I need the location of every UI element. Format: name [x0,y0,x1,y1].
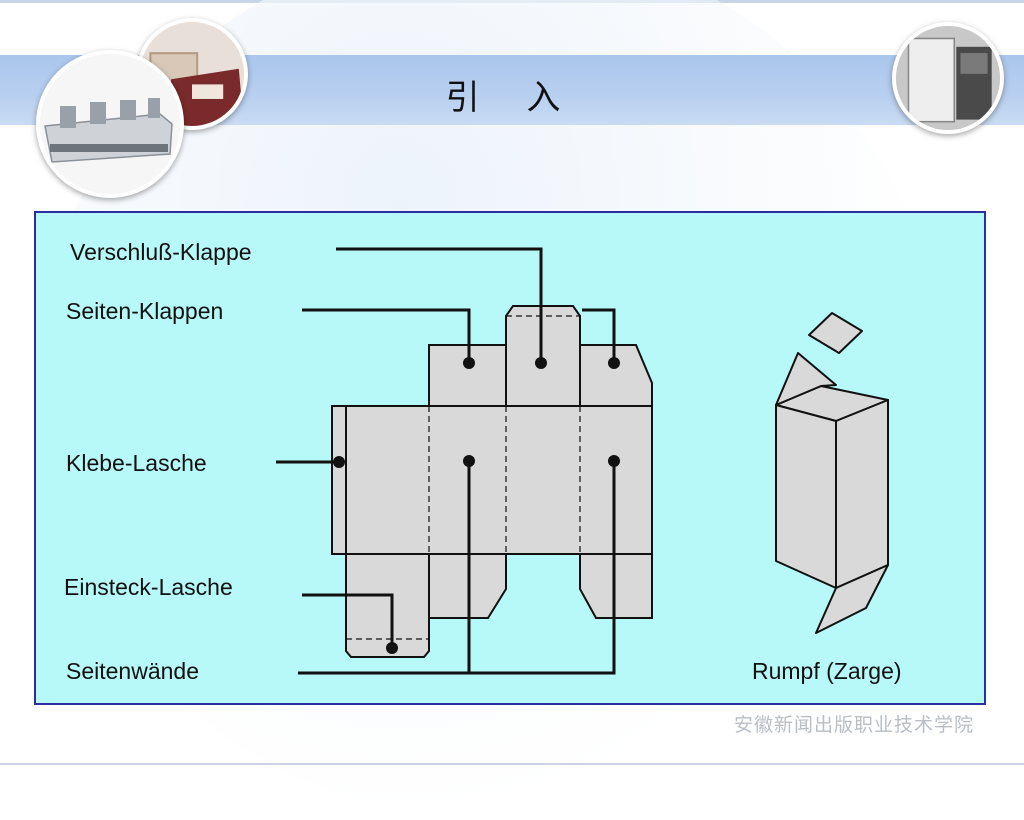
carton-diagram-panel: Verschluß-Klappe Seiten-Klappen Klebe-La… [34,211,986,705]
fold-lines [345,315,652,640]
rumpf-side-face [835,399,889,589]
rumpf-tube [775,312,889,634]
label-einsteck-lasche: Einsteck-Lasche [64,574,233,600]
folder-gluer-machine-photo [36,50,184,198]
label-rumpf-zarge: Rumpf (Zarge) [752,658,902,684]
machine-cabinet-photo [892,22,1004,134]
carton-diagram: Verschluß-Klappe Seiten-Klappen Klebe-La… [64,239,902,684]
glue-tab [331,405,347,555]
bottom-flap-right [579,553,653,619]
rumpf-top-flap [808,312,863,354]
label-seitenwaende: Seitenwände [66,658,199,684]
leader-lines [276,247,616,675]
slide-title: 引 入 [445,78,579,118]
rumpf-top-rim [775,352,837,406]
institution-footer: 安徽新闻出版职业技术学院 [733,714,974,736]
rumpf-front-face [775,404,837,589]
closure-flap [505,305,581,407]
side-walls [331,405,653,555]
carton-blank [331,305,653,658]
rumpf-bottom-flap [815,564,889,634]
leader-dots [333,357,620,654]
label-seiten-klappen: Seiten-Klappen [66,298,223,324]
tuck-flap [345,553,430,658]
side-flap-right [579,344,653,407]
bottom-rule [0,763,1024,765]
label-klebe-lasche: Klebe-Lasche [66,450,207,476]
label-verschluss-klappe: Verschluß-Klappe [70,239,252,265]
